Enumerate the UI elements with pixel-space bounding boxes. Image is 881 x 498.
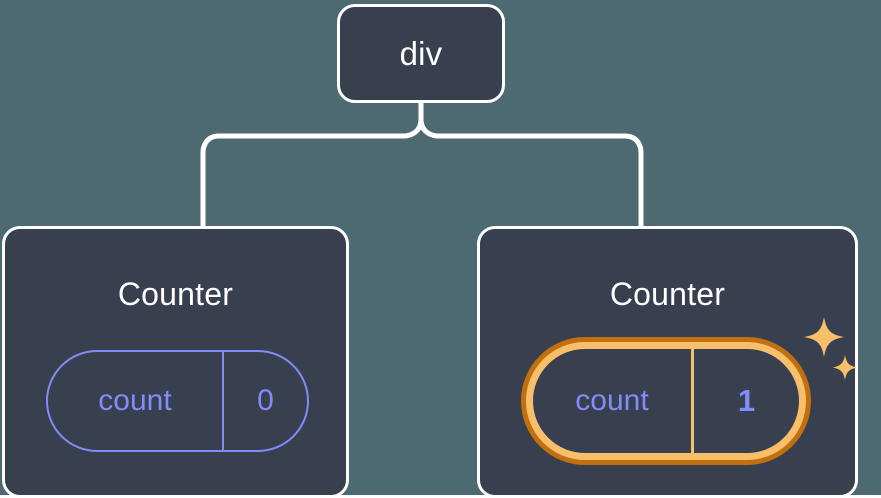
connector-branch-left [200, 116, 424, 229]
node-counter-right[interactable]: Counter count 1 [477, 226, 858, 498]
state-pill-right-highlight-ring [521, 337, 811, 465]
state-key-left: count [48, 352, 224, 450]
node-counter-left[interactable]: Counter count 0 [2, 226, 349, 498]
sparkle-large-icon [804, 317, 844, 357]
state-value-right: 1 [737, 383, 756, 418]
node-div[interactable]: div [337, 4, 505, 103]
state-pill-left[interactable]: count 0 [46, 350, 309, 452]
state-value-left: 0 [257, 384, 274, 417]
counter-right-label: Counter [609, 276, 726, 312]
state-key-right: count [533, 349, 694, 453]
counter-left-label: Counter [117, 276, 234, 312]
connector-branch-right [418, 116, 644, 229]
state-pill-right-body: count 1 [526, 342, 806, 460]
sparkle-small-icon [832, 355, 858, 380]
node-div-label: div [399, 35, 443, 72]
sparkle-group [804, 317, 858, 380]
state-pill-right[interactable]: count 1 [521, 337, 811, 465]
